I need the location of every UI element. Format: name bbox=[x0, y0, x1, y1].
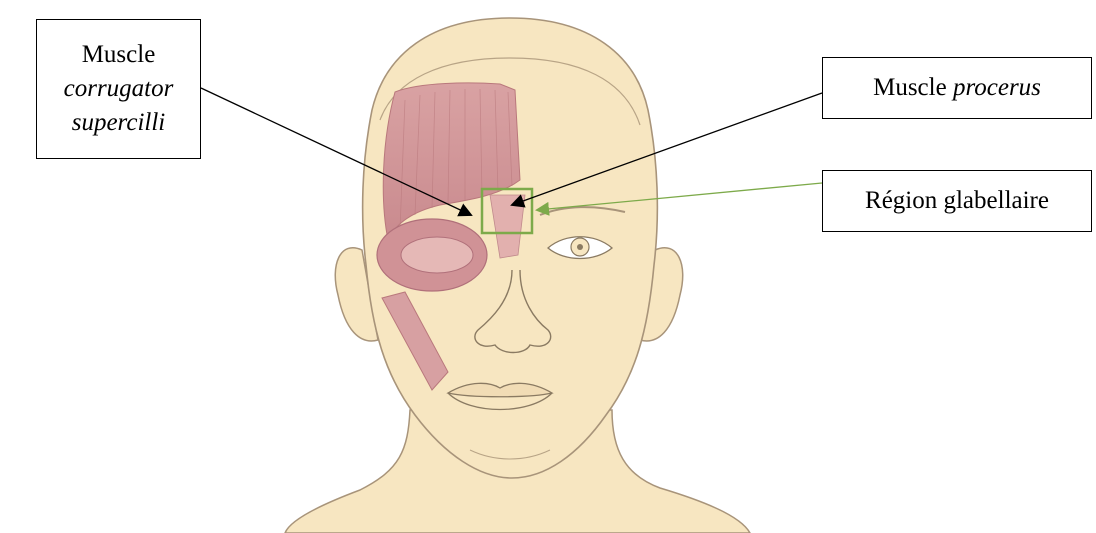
label-corrugator-line3: supercilli bbox=[72, 106, 166, 140]
orbicularis-inner bbox=[401, 237, 473, 273]
label-corrugator-line1: Muscle bbox=[82, 38, 156, 72]
label-procerus-name: procerus bbox=[953, 71, 1041, 105]
label-corrugator-supercilli: Muscle corrugator supercilli bbox=[36, 19, 201, 159]
label-procerus: Muscle procerus bbox=[822, 57, 1092, 119]
label-procerus-prefix: Muscle bbox=[873, 71, 953, 105]
label-corrugator-line2: corrugator bbox=[64, 72, 174, 106]
label-glabella-region: Région glabellaire bbox=[822, 170, 1092, 232]
label-glabella-text: Région glabellaire bbox=[865, 184, 1049, 218]
right-pupil bbox=[577, 244, 583, 250]
